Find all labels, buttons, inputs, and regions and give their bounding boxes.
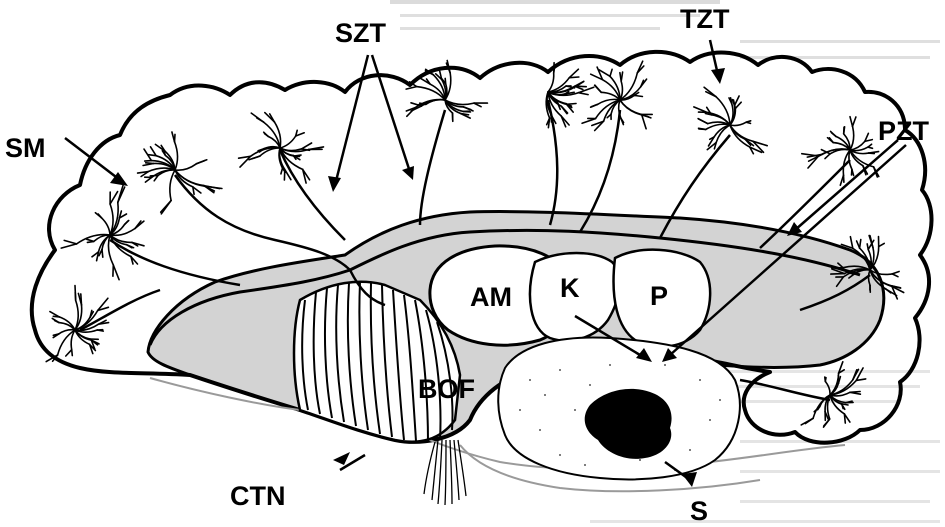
ctn-fibres [424, 440, 466, 505]
label-bof: BOF [418, 374, 475, 404]
label-tzt: TZT [680, 4, 730, 34]
dendrite-twig [146, 163, 154, 164]
dendrite-twig [844, 414, 845, 423]
dendrite-twig [145, 161, 152, 162]
dendrite-twig [97, 330, 103, 331]
dendrite-twig [294, 155, 301, 156]
label-pzt: PZT [878, 116, 930, 146]
dendrite-twig [87, 241, 93, 242]
dendrite-twig [634, 95, 642, 96]
label-ctn: CTN [230, 481, 286, 511]
dendrite-twig [699, 128, 706, 129]
dendrite-twig [850, 392, 860, 393]
dendrite-twig [825, 377, 826, 381]
dendrite-twig [867, 244, 868, 250]
dendrite-twig [576, 86, 586, 87]
label-k: K [560, 273, 580, 303]
label-szt: SZT [335, 18, 387, 48]
label-am: AM [470, 282, 512, 312]
label-s: S [690, 496, 708, 526]
dendrite-twig [463, 111, 470, 112]
dendrite-twig [869, 153, 875, 154]
label-p: P [650, 281, 668, 311]
dendrite-twig [567, 104, 576, 105]
dendrite-twig [149, 155, 157, 156]
dendrite-twig [75, 292, 76, 300]
label-sm: SM [5, 133, 46, 163]
